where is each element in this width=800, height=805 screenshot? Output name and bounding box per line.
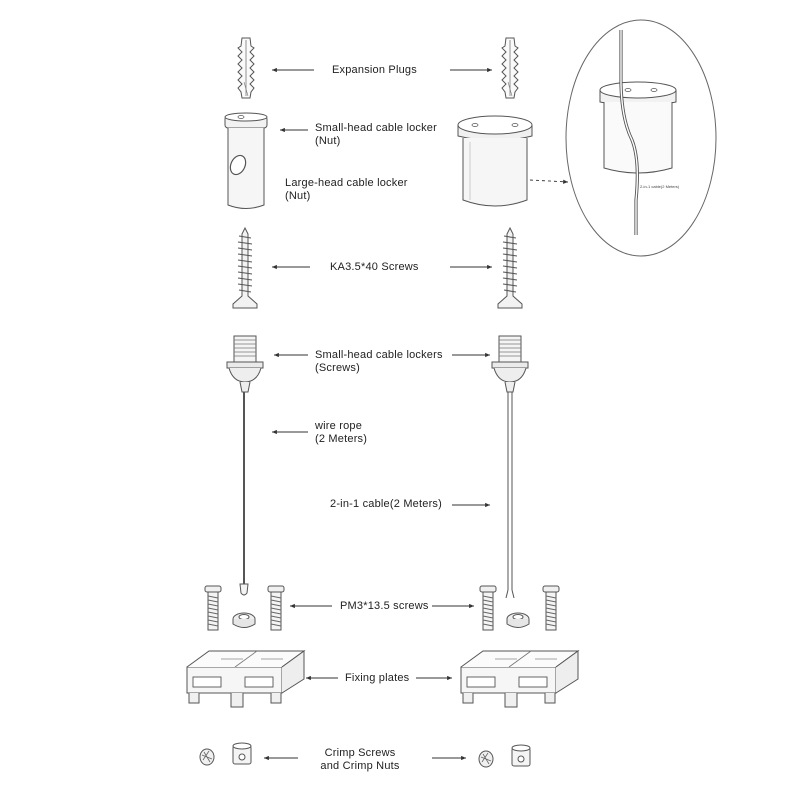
small-head-nut-part (224, 112, 268, 209)
large-head-nut-part (457, 115, 533, 207)
label-wire-rope-line2: (2 Meters) (315, 433, 368, 445)
right-locker-screw (491, 335, 529, 393)
label-large-head-nut-line2: (Nut) (285, 190, 311, 202)
label-large-head-nut-line1: Large-head cable locker (285, 177, 408, 189)
right-wood-screw (497, 227, 523, 309)
label-small-head-screws-line1: Small-head cable lockers (315, 349, 443, 361)
two-in-one-cable (505, 392, 515, 599)
label-two-in-one-cable: 2-in-1 cable(2 Meters) (330, 498, 442, 510)
detail-magnifier (565, 19, 717, 257)
label-large-head-nut: Large-head cable locker (Nut) (285, 177, 408, 203)
label-crimp: Crimp Screws and Crimp Nuts (318, 747, 402, 773)
leader-arrows (264, 67, 569, 761)
label-ka-screws: KA3.5*40 Screws (330, 261, 419, 273)
label-small-head-screws-line2: (Screws) (315, 362, 360, 374)
right-expansion-plug (501, 37, 519, 99)
wire-rope (239, 392, 249, 596)
label-crimp-line1: Crimp Screws (324, 747, 396, 759)
right-crimp-parts (478, 744, 531, 768)
label-small-head-nut-line2: (Nut) (315, 135, 341, 147)
left-locker-screw (226, 335, 264, 393)
label-expansion-plugs: Expansion Plugs (332, 64, 417, 76)
label-small-head-screws: Small-head cable lockers (Screws) (315, 349, 443, 375)
right-pm-screws (479, 585, 560, 631)
label-fixing-plates: Fixing plates (345, 672, 410, 684)
left-expansion-plug (237, 37, 255, 99)
label-wire-rope-line1: wire rope (315, 420, 363, 432)
left-crimp-parts (199, 742, 252, 766)
left-wood-screw (232, 227, 258, 309)
label-small-head-nut-line1: Small-head cable locker (315, 122, 437, 134)
label-pm-screws: PM3*13.5 screws (340, 600, 429, 612)
detail-caption: 2-in-1 cable(2 Meters) (640, 184, 680, 189)
label-wire-rope: wire rope (2 Meters) (315, 420, 367, 446)
label-crimp-line2: and Crimp Nuts (320, 760, 400, 772)
left-fixing-plate (186, 650, 305, 708)
right-fixing-plate (460, 650, 579, 708)
label-small-head-nut: Small-head cable locker (Nut) (315, 122, 437, 148)
